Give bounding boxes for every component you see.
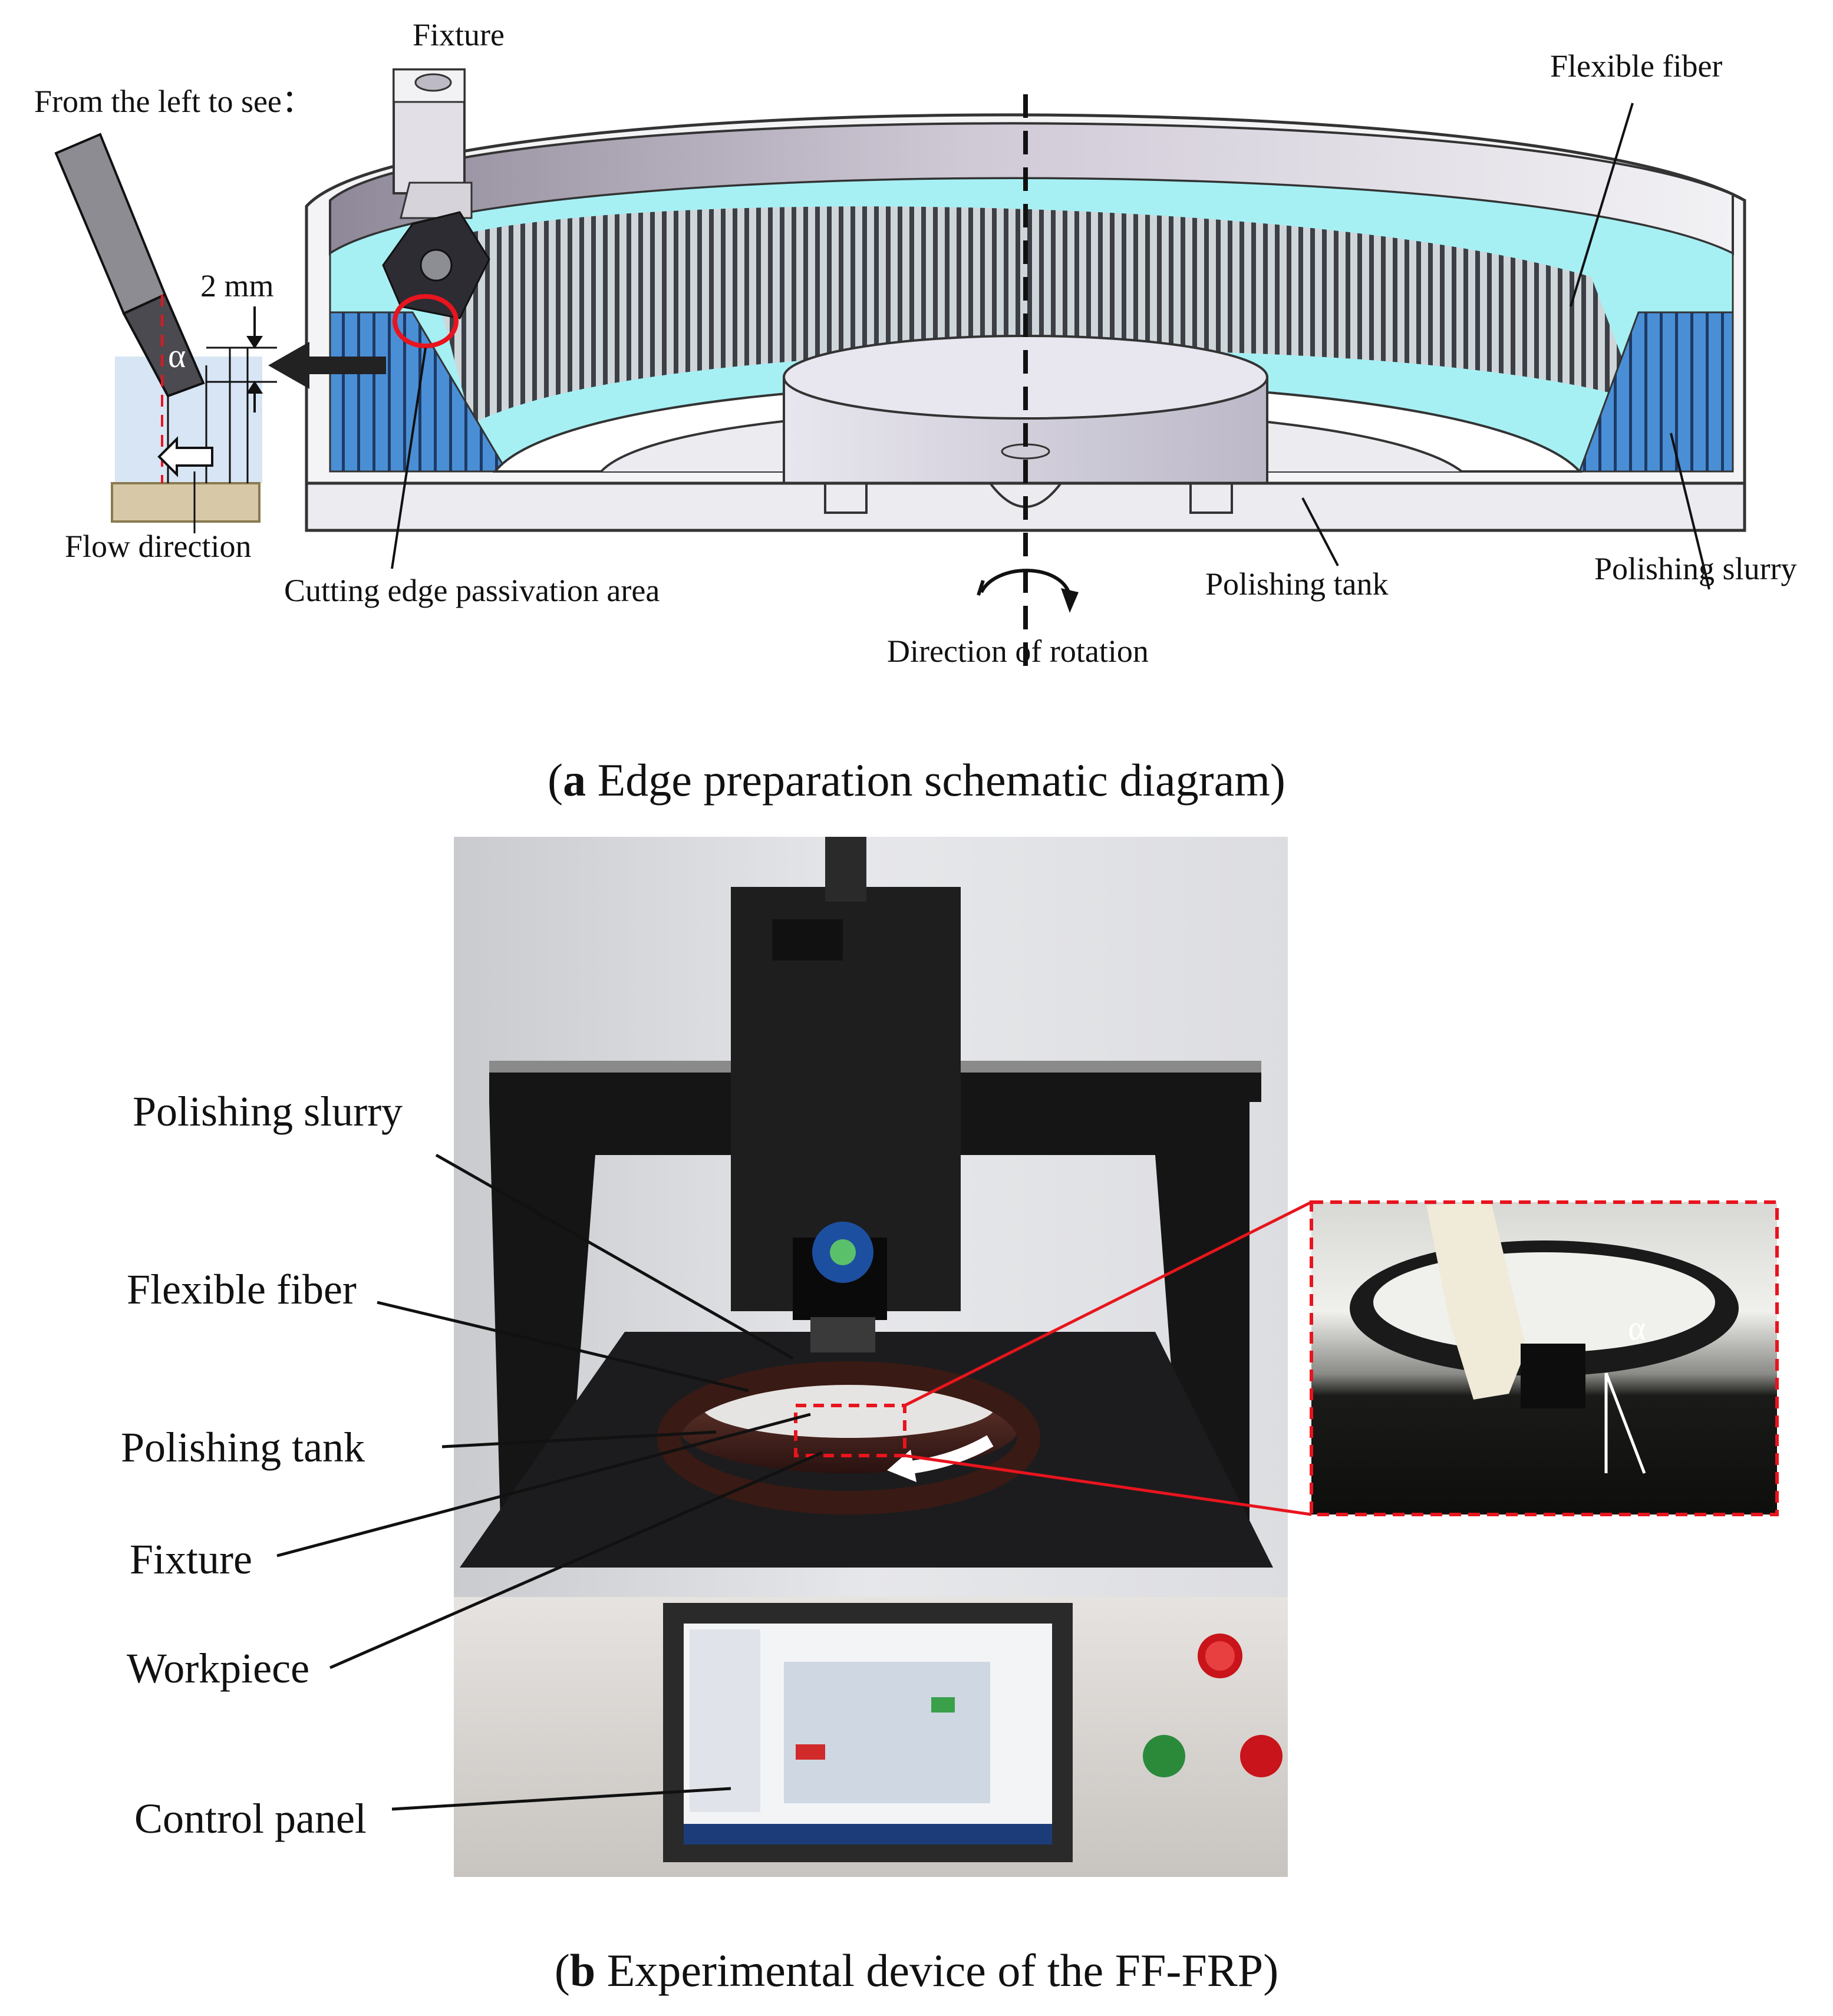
- inset-tool-shank: [54, 133, 167, 315]
- label-polishing-slurry-a: Polishing slurry: [1594, 551, 1797, 586]
- label-alpha-a: α: [168, 336, 186, 375]
- label-control-panel: Control panel: [134, 1795, 367, 1842]
- label-direction-rotation: Direction of rotation: [887, 633, 1149, 669]
- workpiece-highlight: [794, 1404, 906, 1457]
- polishing-tank-b: [657, 1361, 1040, 1515]
- label-workpiece: Workpiece: [127, 1645, 310, 1692]
- label-from-left: From the left to see：: [34, 84, 314, 119]
- label-cutting-edge: Cutting edge passivation area: [284, 573, 660, 608]
- label-flexible-fiber-b: Flexible fiber: [127, 1266, 357, 1313]
- label-polishing-tank-b: Polishing tank: [121, 1424, 365, 1471]
- label-polishing-slurry-b: Polishing slurry: [133, 1088, 403, 1135]
- experimental-device-photo: [276, 837, 1779, 1877]
- label-fixture-a: Fixture: [413, 17, 505, 52]
- label-fixture-b: Fixture: [130, 1536, 252, 1583]
- caption-a: (a Edge preparation schematic diagram): [548, 754, 1285, 806]
- fixture-block: [382, 68, 490, 319]
- inset-base: [111, 482, 261, 523]
- stop-button: [1240, 1735, 1283, 1777]
- caption-b: (b Experimental device of the FF-FRP): [554, 1945, 1279, 1996]
- label-flow-direction: Flow direction: [65, 529, 252, 564]
- label-polishing-tank-a: Polishing tank: [1205, 566, 1389, 602]
- schematic-diagram: [54, 68, 1746, 666]
- feed-arrow: [268, 342, 386, 389]
- inset-tool-tip: [122, 293, 205, 398]
- start-button: [1143, 1735, 1185, 1777]
- flow-arrow: [157, 436, 213, 477]
- zoom-fixture: [1426, 1202, 1527, 1400]
- cutting-edge-highlight: [393, 294, 459, 348]
- rotation-arrow: [980, 569, 1072, 596]
- label-alpha-b: α: [1628, 1309, 1646, 1347]
- label-flexible-fiber-a: Flexible fiber: [1550, 48, 1723, 84]
- label-2mm: 2 mm: [200, 268, 274, 303]
- rotation-arrow-b: [909, 1435, 994, 1474]
- slurry-right: [1578, 311, 1734, 473]
